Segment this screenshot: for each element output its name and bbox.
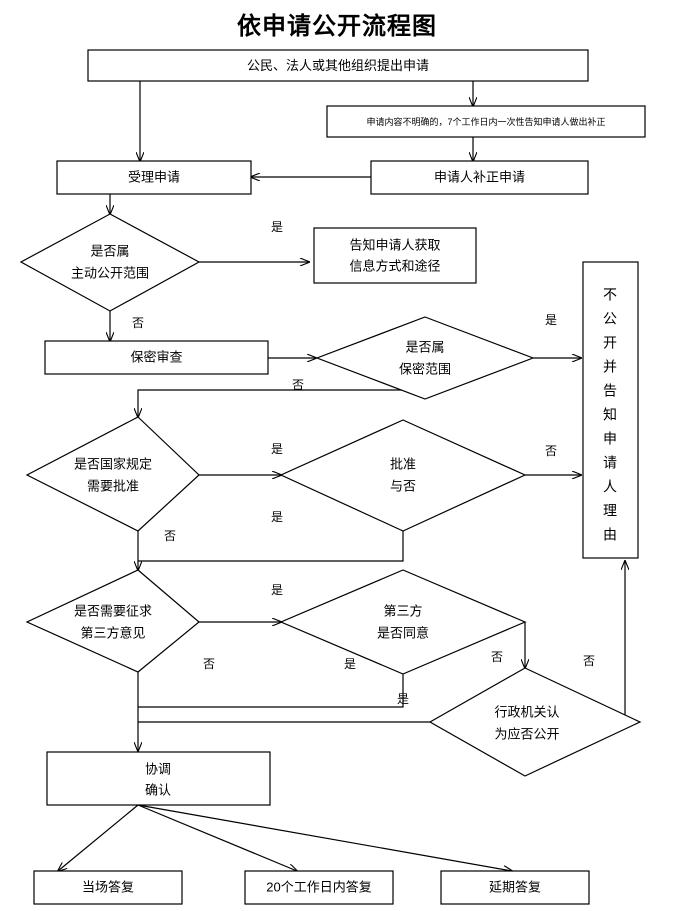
node-n9-char-8: 请 [603,455,617,471]
node-n9-char-2: 公 [603,311,617,327]
edge-n8-n10 [138,389,426,417]
edge-label-n8-n9: 是 [545,313,557,327]
node-n3[interactable] [56,160,252,195]
edge-n15-n18 [137,804,512,871]
node-n12[interactable] [25,569,200,673]
node-n9-char-5: 告 [603,383,617,399]
node-n16[interactable] [33,870,183,905]
edge-label-n8-n10: 否 [292,378,304,392]
node-n5-label-2: 主动公开范围 [71,265,149,280]
node-n9-char-6: 知 [603,407,617,423]
edge-label-n5-n7: 否 [132,316,144,330]
edge-n11-n12 [138,531,404,562]
edge-label-n11-n12: 是 [271,510,283,524]
node-n9-char-1: 不 [603,287,617,303]
node-n18-label: 延期答复 [489,879,541,894]
node-n10-label-2: 需要批准 [87,478,139,493]
node-n9-char-11: 由 [603,527,617,543]
node-n4[interactable] [370,160,589,195]
node-n9-char-7: 申 [603,431,617,447]
node-n14[interactable] [428,667,642,777]
node-n15-label-1: 协调 [145,761,171,776]
node-n1[interactable] [87,49,589,82]
node-n8[interactable] [315,316,535,400]
edge-label-n5-n6: 是 [271,220,283,234]
node-n11-label-1: 批准 [390,456,416,471]
node-n15-label-2: 确认 [145,782,171,797]
edge-label-n10-n12: 否 [164,529,176,543]
node-n8-label-1: 是否属 [405,339,444,354]
node-n14-label-1: 行政机关认 [494,704,559,719]
node-n7-label: 保密审查 [130,349,182,364]
node-n5-label-1: 是否属 [90,243,129,258]
node-n9-char-9: 人 [603,479,617,495]
node-n11[interactable] [279,419,527,532]
edge-label-n11-n9: 否 [545,444,557,458]
node-n5[interactable] [19,213,201,312]
node-n1-label: 公民、法人或其他组织提出申请 [247,58,429,73]
node-n13[interactable] [279,569,527,675]
edge-n13-n15 [138,674,404,708]
node-n9-char-10: 理 [603,503,617,519]
node-n2-label: 申请内容不明确的，7个工作日内一次性告知申请人做出补正 [366,116,605,127]
edge-label-n12-n15: 否 [203,657,215,671]
edge-n15-n17 [137,804,297,871]
node-n9[interactable] [582,261,639,559]
node-n15[interactable] [46,751,271,806]
node-n2[interactable] [326,105,646,138]
node-n17[interactable] [244,870,394,905]
node-n9-char-4: 并 [603,359,617,375]
node-n13-label-2: 是否同意 [377,625,429,640]
edge-label-n14-n15: 是 [397,692,409,706]
node-n10-label-1: 是否国家规定 [74,456,152,471]
node-n11-label-2: 与否 [390,478,416,493]
edge-label-n10-n11: 是 [271,442,283,456]
edge-label-n12-n13: 是 [271,583,283,597]
edge-label-n14-n9: 否 [583,654,595,668]
node-n6[interactable] [313,227,477,284]
node-n18[interactable] [440,870,590,905]
node-n16-label: 当场答复 [82,879,134,894]
node-n12-label-2: 第三方意见 [80,625,145,640]
node-n14-label-2: 为应否公开 [494,726,559,741]
node-n7[interactable] [44,340,269,375]
node-n3-label: 受理申请 [128,169,180,184]
node-n9-char-3: 开 [603,335,617,351]
node-n6-label-2: 信息方式和途径 [349,258,440,273]
edge-n15-n16 [58,804,139,871]
node-n6-label-1: 告知申请人获取 [349,237,440,252]
node-n10[interactable] [25,416,200,532]
page-title: 依申请公开流程图 [237,14,437,40]
node-n17-label: 20个工作日内答复 [266,879,371,894]
node-n8-label-2: 保密范围 [399,361,451,376]
edge-label-n13-n15: 是 [344,657,356,671]
edge-label-n13-n14: 否 [491,650,503,664]
node-n12-label-1: 是否需要征求 [74,603,152,618]
node-n4-label: 申请人补正申请 [434,169,525,184]
node-n13-label-1: 第三方 [383,603,422,618]
